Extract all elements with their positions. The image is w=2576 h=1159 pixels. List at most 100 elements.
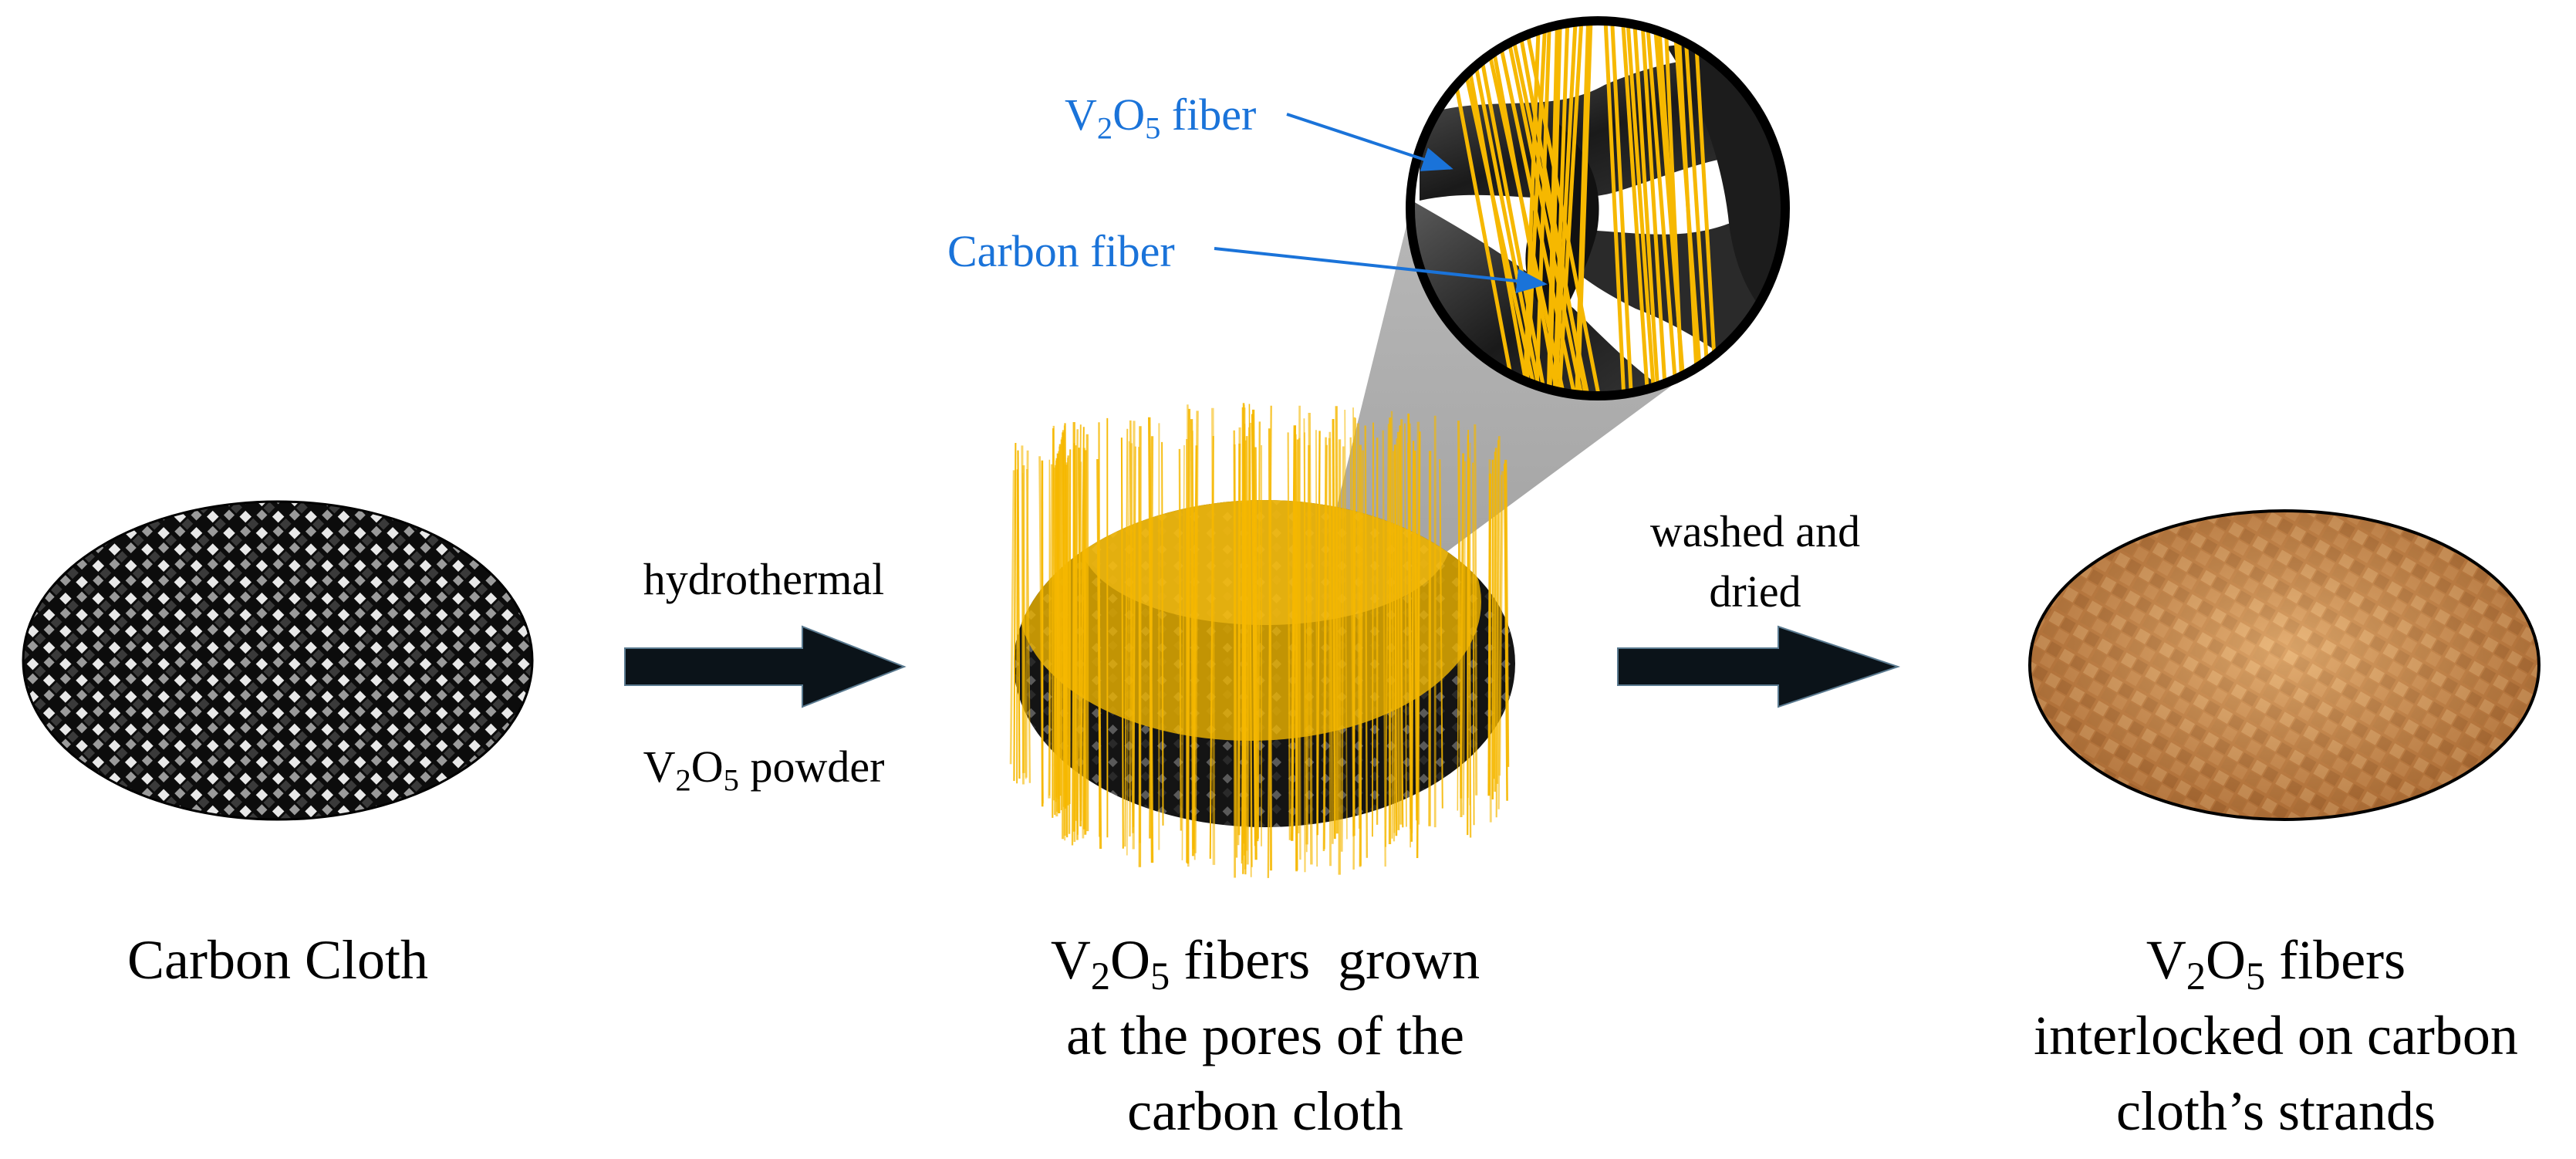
v2o5-powder-label: V2O5 powder [643,742,885,798]
zoom-fiber-strand [1485,21,1561,396]
fiber-strand [1190,419,1195,857]
fiber-strand [1209,435,1214,859]
zoom-fiber-strand [1522,21,1541,396]
zoom-fiber-strand [1524,21,1548,396]
fiber-strand [1393,438,1398,833]
fiber-strand [1340,446,1345,852]
fiber-strand [1254,447,1259,842]
fiber-strand [1252,409,1258,860]
fiber-strand [1017,450,1021,779]
zoom-fiber-strand [1534,21,1552,396]
hydrothermal-label: hydrothermal [643,554,885,604]
carbon-fiber-label: Carbon fiber [947,226,1175,276]
fiber-strand [1267,405,1272,878]
fiber-strand [1098,422,1101,837]
fiber-strand [1009,470,1015,765]
fiber-strand [1404,423,1407,827]
zoom-fiber-strand [1457,21,1531,396]
fiber-strand [1382,430,1386,867]
fiber-strand [1352,417,1356,870]
fiber-strand [1072,449,1078,821]
fiber-strand [1295,439,1299,872]
fiber-strand [1062,430,1065,840]
zoom-fiber-strand [1471,21,1548,396]
fiber-strand [1439,459,1443,809]
fiber-strand [1054,460,1058,816]
fiber-strand [1472,462,1475,826]
process-arrow-2 [1617,625,1901,708]
carbon-cloth-disc [22,500,534,821]
fiber-strand [1457,448,1460,811]
fiber-strand [1504,459,1510,767]
fiber-strand [1257,421,1261,839]
fiber-strand [1364,425,1369,858]
fiber-strand [1359,450,1364,867]
fiber-strand [1308,412,1313,865]
v2o5-fibers [1009,403,1510,878]
fiber-strand [1241,404,1245,864]
interlocked-caption: V2O5 fibers interlocked on carbon cloth’… [2034,929,2518,1142]
zoom-fiber-strand [1693,21,1719,396]
zoom-fiber-strand [1548,21,1562,396]
fiber-strand [1328,438,1332,867]
fiber-strand [1149,436,1154,839]
process-arrow-1 [624,625,906,708]
fiber-strand [1498,471,1504,776]
zoom-fiber-strand [1682,21,1711,396]
zoom-fiber-strand [1625,21,1656,396]
fiber-strand [1399,419,1403,825]
fiber-strand [1416,431,1421,859]
fiber-strand [1013,442,1017,782]
fiber-strand [1178,448,1183,831]
fiber-strand [1120,438,1124,849]
zoom-inset [1406,16,1790,400]
fiber-strand [1391,451,1394,839]
fiber-strand [1193,411,1199,853]
fiber-strand [1335,406,1339,834]
zoom-fiber-strand [1553,21,1578,396]
carbon-cloth-caption: Carbon Cloth [127,929,428,991]
zoom-fiber-strand [1639,21,1668,396]
zoom-fiber-strand [1645,21,1679,396]
treated-cloth-disc [2028,509,2541,821]
zoom-fiber-strand [1557,21,1584,396]
zoom-fiber-strand [1609,21,1634,396]
fiber-strand [1058,444,1062,796]
fiber-strand [1487,473,1492,796]
fiber-strand [1384,424,1389,847]
fiber-strand [1496,436,1501,784]
zoom-fiber-strand [1676,21,1700,396]
fiber-strand [1062,425,1065,807]
fiber-strand [1138,426,1142,867]
fiber-strand [1082,450,1087,830]
fiber-strand [1474,424,1478,796]
fiber-strand [1065,458,1069,804]
fiber-strand [1025,450,1029,778]
fiber-strand [1462,461,1467,816]
fiber-strand [1297,405,1301,834]
fiber-grown-caption: V2O5 fibers grown at the pores of the ca… [1050,929,1480,1142]
fiber-strand [1344,409,1348,840]
fiber-strand [1161,441,1164,826]
fiber-strand [1411,441,1415,833]
fiber-strand [1494,448,1497,792]
fiber-strand [1132,446,1136,827]
fiber-strand [1052,427,1055,818]
fiber-grown-cloth [1009,403,1515,878]
fiber-strand [1016,469,1018,784]
zoom-fiber-strand [1575,21,1593,396]
zoom-fiber-strand [1552,21,1570,396]
fiber-strand [1322,437,1327,852]
fiber-strand [1244,436,1248,870]
fiber-strand [1406,442,1411,848]
fiber-strand [1187,408,1191,864]
zoom-fiber-strand [1632,21,1661,396]
fiber-strand [1076,424,1082,835]
fiber-strand [1124,428,1129,847]
fiber-strand [1467,458,1472,838]
zoom-fiber-strand [1603,21,1626,396]
fiber-strand [1237,427,1241,846]
fiber-strand [1287,432,1291,840]
